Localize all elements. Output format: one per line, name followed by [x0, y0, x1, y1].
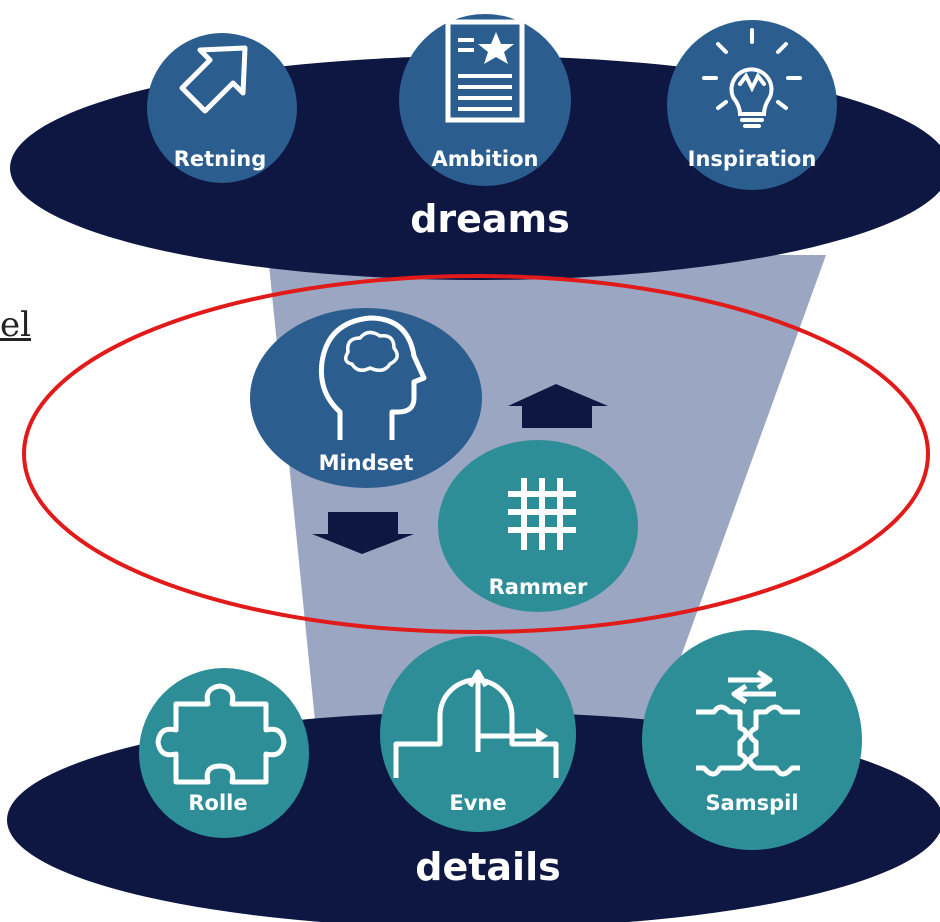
connected-puzzles-icon [696, 669, 800, 777]
ambition-label: Ambition [432, 147, 539, 171]
up-arrow-icon [508, 384, 608, 428]
arrow-up-right-icon [179, 45, 248, 114]
puzzle-piece-icon [155, 683, 287, 785]
circle-retning: Retning [147, 33, 297, 183]
circle-rammer: Rammer [438, 440, 638, 612]
details-label: details [415, 845, 560, 889]
down-arrow-icon [312, 512, 414, 554]
circle-inspiration: Inspiration [667, 20, 837, 190]
evne-label: Evne [449, 791, 506, 815]
retning-label: Retning [174, 147, 267, 171]
lightbulb-icon [702, 28, 802, 128]
document-star-icon [445, 19, 525, 123]
rolle-label: Rolle [188, 791, 247, 815]
head-brain-icon [318, 315, 427, 440]
edge-text: el [0, 305, 31, 345]
grid-icon [508, 478, 576, 550]
rammer-label: Rammer [489, 575, 588, 599]
circle-mindset: Mindset [250, 308, 482, 488]
circle-evne: Evne [380, 636, 576, 832]
compass-axis-icon [393, 669, 559, 778]
samspil-label: Samspil [705, 791, 798, 815]
inspiration-label: Inspiration [688, 147, 817, 171]
dreams-label: dreams [410, 197, 570, 241]
circle-samspil: Samspil [642, 630, 862, 850]
mindset-label: Mindset [319, 451, 414, 475]
highlight-ring [22, 274, 930, 634]
circle-ambition: Ambition [399, 14, 571, 186]
circle-rolle: Rolle [139, 668, 309, 838]
